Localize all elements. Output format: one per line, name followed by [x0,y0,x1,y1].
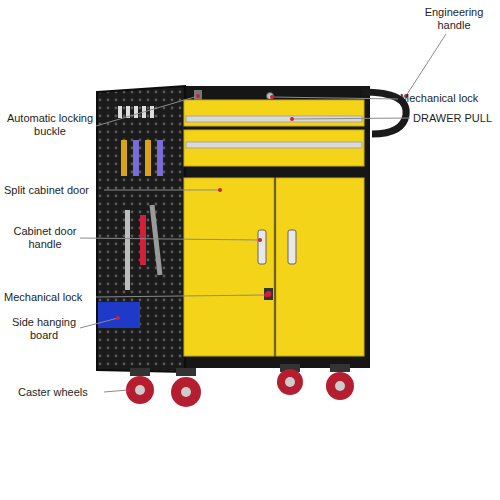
cabinet-door [184,178,274,356]
mechanical-lock [267,93,274,100]
door-handle [288,230,296,264]
part-label: Mechanical lock [4,291,96,304]
drawer [184,100,364,126]
lock-key [266,291,272,297]
part-label: Automatic locking buckle [6,112,94,138]
part-label: Split cabinet door [4,184,104,197]
part-label: Caster wheels [18,386,104,399]
cart-frame [178,86,370,368]
hanging-tools [118,106,163,290]
drawer-pull [186,142,362,148]
caster-wheels [126,364,354,407]
parts-bin [98,302,140,328]
mechanical-lock [264,288,273,300]
part-label: Engineering handle [414,6,494,32]
part-label: DRAWER PULL [413,112,499,125]
locking-buckle [194,90,202,100]
side-hanging-board [97,86,185,372]
part-label: Mechanical lock [400,92,496,105]
drawer [184,130,364,166]
cabinet-door [276,178,364,356]
door-handle [258,230,266,264]
part-label: Side hanging board [8,316,80,342]
leader-lines [80,34,446,392]
part-label: Cabinet door handle [10,225,80,251]
